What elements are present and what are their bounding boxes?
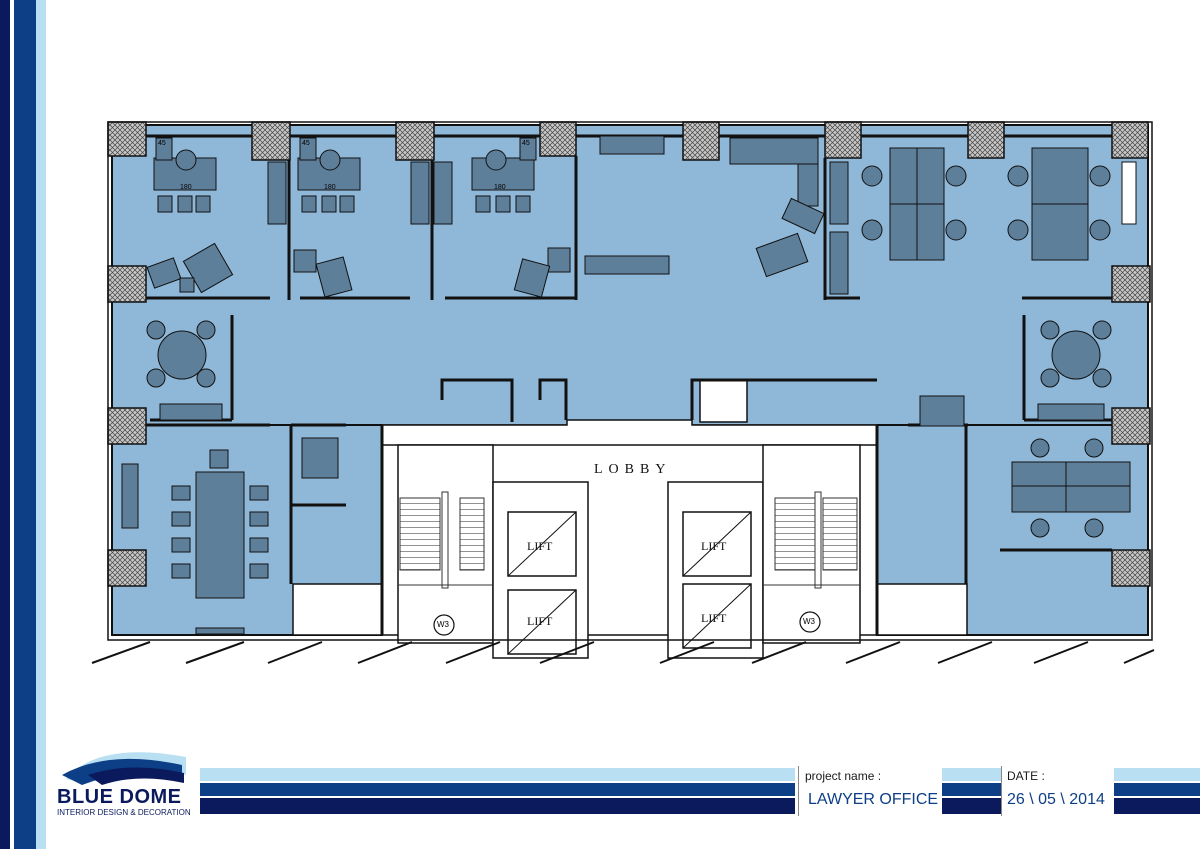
stairs-left xyxy=(398,491,493,589)
border-bar-navy xyxy=(0,0,10,849)
border-bar-blue xyxy=(14,0,36,849)
titleblock-bar-navy xyxy=(200,798,795,814)
titleblock-bar-light xyxy=(200,768,795,781)
titleblock-divider-1 xyxy=(798,766,799,816)
date-value: 26 \ 05 \ 2014 xyxy=(1007,791,1105,808)
project-name-value: LAWYER OFFICE xyxy=(808,791,939,808)
stair-tag-right: W3 xyxy=(803,617,815,626)
lobby-label: LOBBY xyxy=(594,462,672,477)
titleblock-mid-navy xyxy=(942,798,1001,814)
lift-shafts xyxy=(507,511,752,655)
stair-tag-left: W3 xyxy=(437,620,449,629)
desk-dim-3a: 45 xyxy=(522,140,530,147)
border-bar-light xyxy=(36,0,46,849)
lift-label-2: LIFT xyxy=(527,614,553,628)
exterior-walls xyxy=(107,121,1153,641)
date-label: DATE : xyxy=(1007,769,1045,783)
titleblock-mid-blue xyxy=(942,783,1001,796)
project-name-label: project name : xyxy=(805,769,882,783)
brand-name: BLUE DOME xyxy=(57,786,182,808)
titleblock-bar-blue xyxy=(200,783,795,796)
desk-dim-2b: 180 xyxy=(324,184,336,191)
titleblock-right-blue xyxy=(1114,783,1200,796)
lift-label-4: LIFT xyxy=(701,611,727,625)
titleblock-divider-2 xyxy=(1001,766,1002,816)
furniture xyxy=(121,135,1137,635)
lift-label-3: LIFT xyxy=(701,539,727,553)
desk-dim-3b: 180 xyxy=(494,184,506,191)
desk-dim-1a: 45 xyxy=(158,140,166,147)
columns xyxy=(107,121,1151,587)
facade-strokes xyxy=(91,641,1155,664)
titleblock-right-navy xyxy=(1114,798,1200,814)
lift-label-1: LIFT xyxy=(527,539,553,553)
desk-dim-2a: 45 xyxy=(302,140,310,147)
titleblock-right-light xyxy=(1114,768,1200,781)
desk-dim-1b: 180 xyxy=(180,184,192,191)
blue-dome-logo xyxy=(62,752,186,785)
stair-tags xyxy=(433,611,821,636)
brand-tagline: INTERIOR DESIGN & DECORATION xyxy=(57,808,191,817)
stairs-right xyxy=(763,491,860,589)
titleblock-mid-light xyxy=(942,768,1001,781)
border-bar-gap xyxy=(10,0,14,849)
